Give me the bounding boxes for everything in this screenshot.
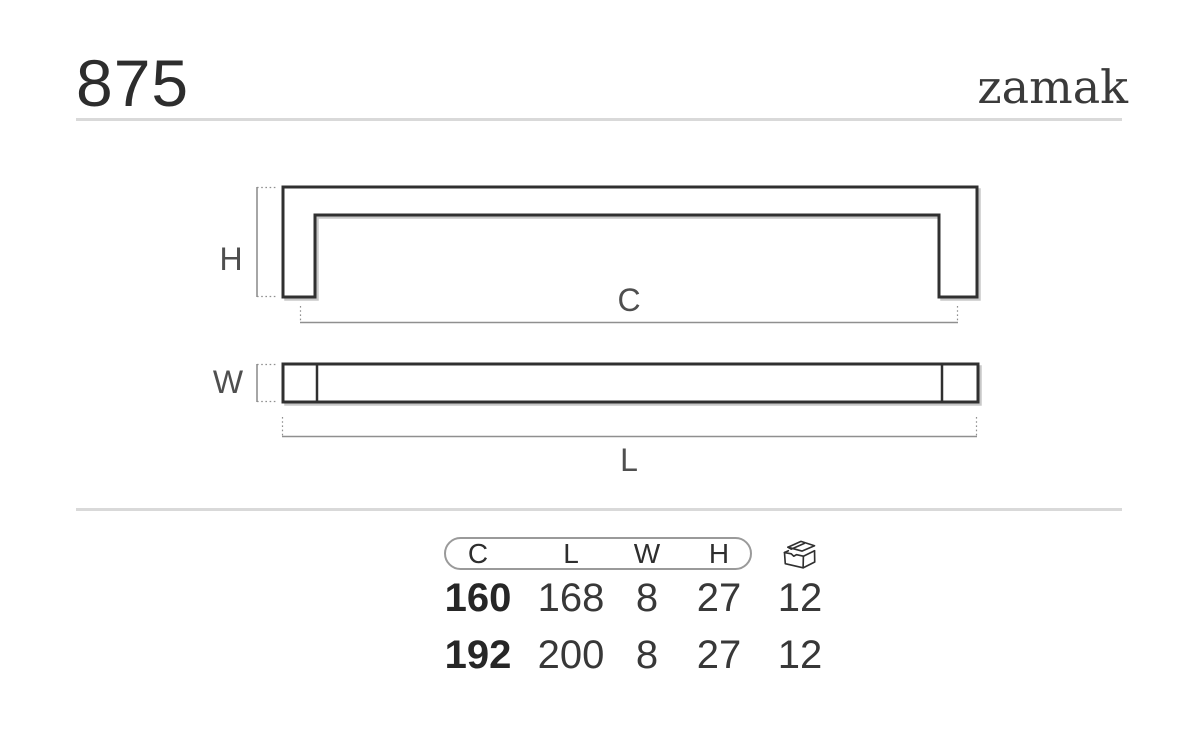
handle-top-view bbox=[281, 362, 982, 406]
material-name: zamak bbox=[977, 60, 1128, 114]
c-dimension-line bbox=[299, 306, 959, 324]
dimension-label-c: C bbox=[617, 282, 640, 318]
cell-c: 160 bbox=[444, 576, 512, 620]
h-dimension-bracket bbox=[256, 186, 277, 298]
cell-qty: 12 bbox=[777, 576, 823, 620]
table-row: 160 168 8 27 12 bbox=[433, 570, 853, 627]
cell-l: 168 bbox=[537, 576, 605, 620]
cell-h: 27 bbox=[696, 633, 742, 677]
column-header-h: H bbox=[708, 538, 730, 569]
dimension-label-w: W bbox=[213, 364, 244, 400]
handle-front-view bbox=[281, 185, 981, 301]
dimension-label-h: H bbox=[219, 241, 242, 277]
column-header-l: L bbox=[563, 538, 579, 569]
header-pill bbox=[444, 537, 752, 570]
dimension-label-l: L bbox=[620, 442, 638, 478]
cell-qty: 12 bbox=[777, 633, 823, 677]
column-header-w: W bbox=[633, 538, 661, 569]
w-dimension-bracket bbox=[256, 363, 276, 403]
cell-w: 8 bbox=[635, 576, 659, 620]
section-divider bbox=[76, 508, 1122, 511]
table-row: 192 200 8 27 12 bbox=[433, 627, 853, 684]
table-header-row: C L W H bbox=[433, 537, 853, 570]
cell-c: 192 bbox=[444, 633, 512, 677]
header-divider bbox=[76, 118, 1122, 121]
l-dimension-line bbox=[281, 417, 978, 438]
product-code: 875 bbox=[76, 46, 190, 120]
column-header-c: C bbox=[467, 538, 489, 569]
cell-h: 27 bbox=[696, 576, 742, 620]
box-quantity-icon bbox=[763, 537, 837, 570]
cell-w: 8 bbox=[635, 633, 659, 677]
spec-table: C L W H 160 168 8 27 12 19 bbox=[433, 537, 853, 684]
cell-l: 200 bbox=[537, 633, 605, 677]
